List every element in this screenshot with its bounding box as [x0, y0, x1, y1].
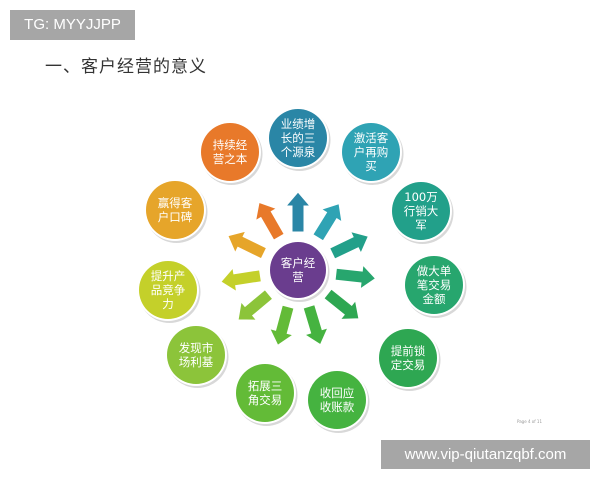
arrow-icon	[284, 191, 312, 233]
arrow-icon	[268, 304, 295, 347]
telegram-watermark: TG: MYYJJPP	[10, 10, 135, 40]
diagram-node-circle	[167, 326, 225, 384]
diagram-node-label: 100万	[404, 190, 437, 204]
diagram-node-label: 力	[162, 297, 174, 311]
diagram-node-circle	[392, 182, 450, 240]
diagram-node-label: 提升产	[151, 269, 186, 283]
diagram-node-circle	[201, 123, 259, 181]
diagram-node-label: 收回应	[320, 386, 355, 400]
diagram-center-node-circle	[270, 242, 326, 298]
diagram-node-label: 业绩增	[281, 117, 316, 131]
diagram-node-circle	[146, 181, 204, 239]
diagram-node-label: 买	[365, 159, 377, 173]
arrow-icon	[323, 288, 360, 320]
diagram-node-label: 笔交易	[417, 278, 452, 292]
arrow-icon	[220, 266, 262, 293]
diagram-node-label: 户再购	[354, 145, 389, 159]
arrow-icon	[227, 230, 268, 260]
page-number: Page 4 of 11	[517, 419, 542, 424]
page-title: 一、客户经营的意义	[45, 57, 207, 77]
diagram-node-label: 发现市	[179, 341, 214, 355]
diagram-node-label: 赢得客	[158, 196, 193, 210]
arrow-icon	[254, 201, 285, 241]
diagram-node-circle	[405, 256, 463, 314]
diagram-node-label: 提前锁	[391, 344, 426, 358]
diagram-node-label: 长的三	[281, 131, 316, 145]
diagram-node-circle	[139, 261, 197, 319]
diagram-node-label: 持续经	[213, 138, 248, 152]
diagram-center-node: 客户经营	[268, 240, 330, 302]
diagram-node-label: 品竞争	[151, 283, 186, 297]
diagram-node-label: 拓展三	[248, 379, 283, 393]
diagram-node-circle	[308, 371, 366, 429]
arrow-icon	[302, 304, 329, 346]
arrow-icon	[334, 263, 377, 290]
diagram-node-label: 收账款	[320, 400, 355, 414]
url-watermark: www.vip-qiutanzqbf.com	[381, 440, 590, 469]
diagram-node-circle	[379, 329, 437, 387]
diagram-node-label: 个源泉	[281, 145, 316, 159]
diagram-node-label: 金额	[423, 292, 446, 306]
diagram-node-circle	[342, 123, 400, 181]
diagram-node-label: 场利基	[179, 355, 214, 369]
diagram-node-label: 营之本	[213, 152, 248, 166]
arrow-icon	[329, 230, 370, 260]
diagram-node-label: 定交易	[391, 358, 426, 372]
diagram-node-circle	[269, 109, 327, 167]
diagram-node-label: 行销大	[404, 204, 439, 218]
diagram-node-label: 角交易	[248, 393, 283, 407]
diagram-node-label: 做大单	[417, 264, 452, 278]
diagram-center-node-label: 客户经	[281, 256, 316, 270]
diagram-node-label: 户口碑	[158, 210, 193, 224]
diagram-node-label: 激活客	[354, 131, 389, 145]
arrow-icon	[237, 289, 274, 321]
diagram-node-circle	[236, 364, 294, 422]
diagram-node-label: 军	[415, 218, 427, 232]
arrow-icon	[312, 203, 343, 242]
diagram-center-node-label: 营	[292, 270, 304, 284]
